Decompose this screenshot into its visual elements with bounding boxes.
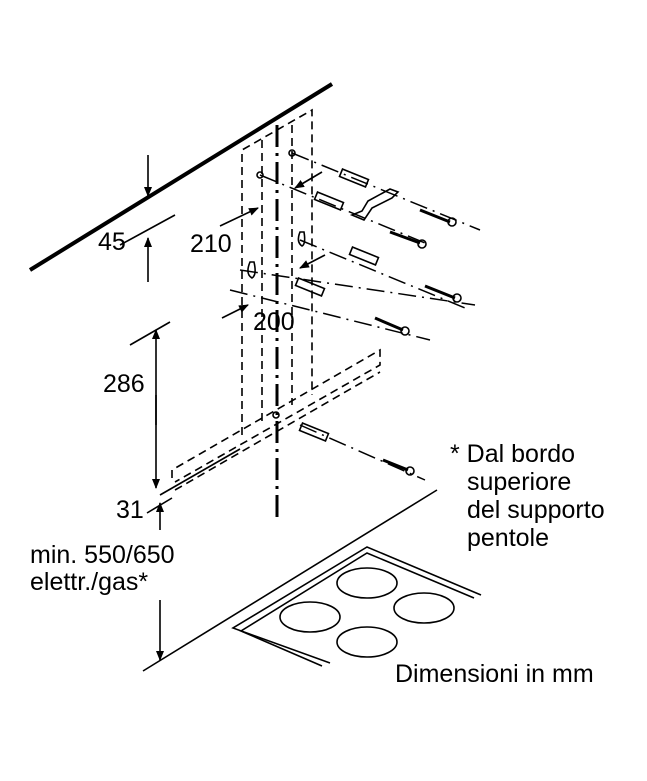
footnote-line-3: del supporto	[467, 496, 605, 524]
footnote-line-1: * Dal bordo	[450, 440, 575, 468]
units-note: Dimensioni in mm	[395, 660, 594, 688]
hood-outline	[159, 348, 381, 496]
dim-min-height-note: elettr./gas*	[30, 568, 148, 596]
dim-210: 210	[190, 230, 232, 258]
cooktop	[231, 546, 482, 667]
dim-31: 31	[116, 496, 144, 524]
footnote-line-4: pentole	[467, 524, 549, 552]
footnote-line-2: superiore	[467, 468, 571, 496]
worktop-edge	[142, 489, 438, 672]
fixing-hardware	[219, 149, 481, 481]
ceiling-line	[28, 82, 334, 272]
dim-45: 45	[98, 228, 126, 256]
dim-200: 200	[253, 308, 295, 336]
dim-286: 286	[103, 370, 145, 398]
dim-min-height: min. 550/650	[30, 541, 175, 569]
dimension-lines	[119, 155, 176, 661]
